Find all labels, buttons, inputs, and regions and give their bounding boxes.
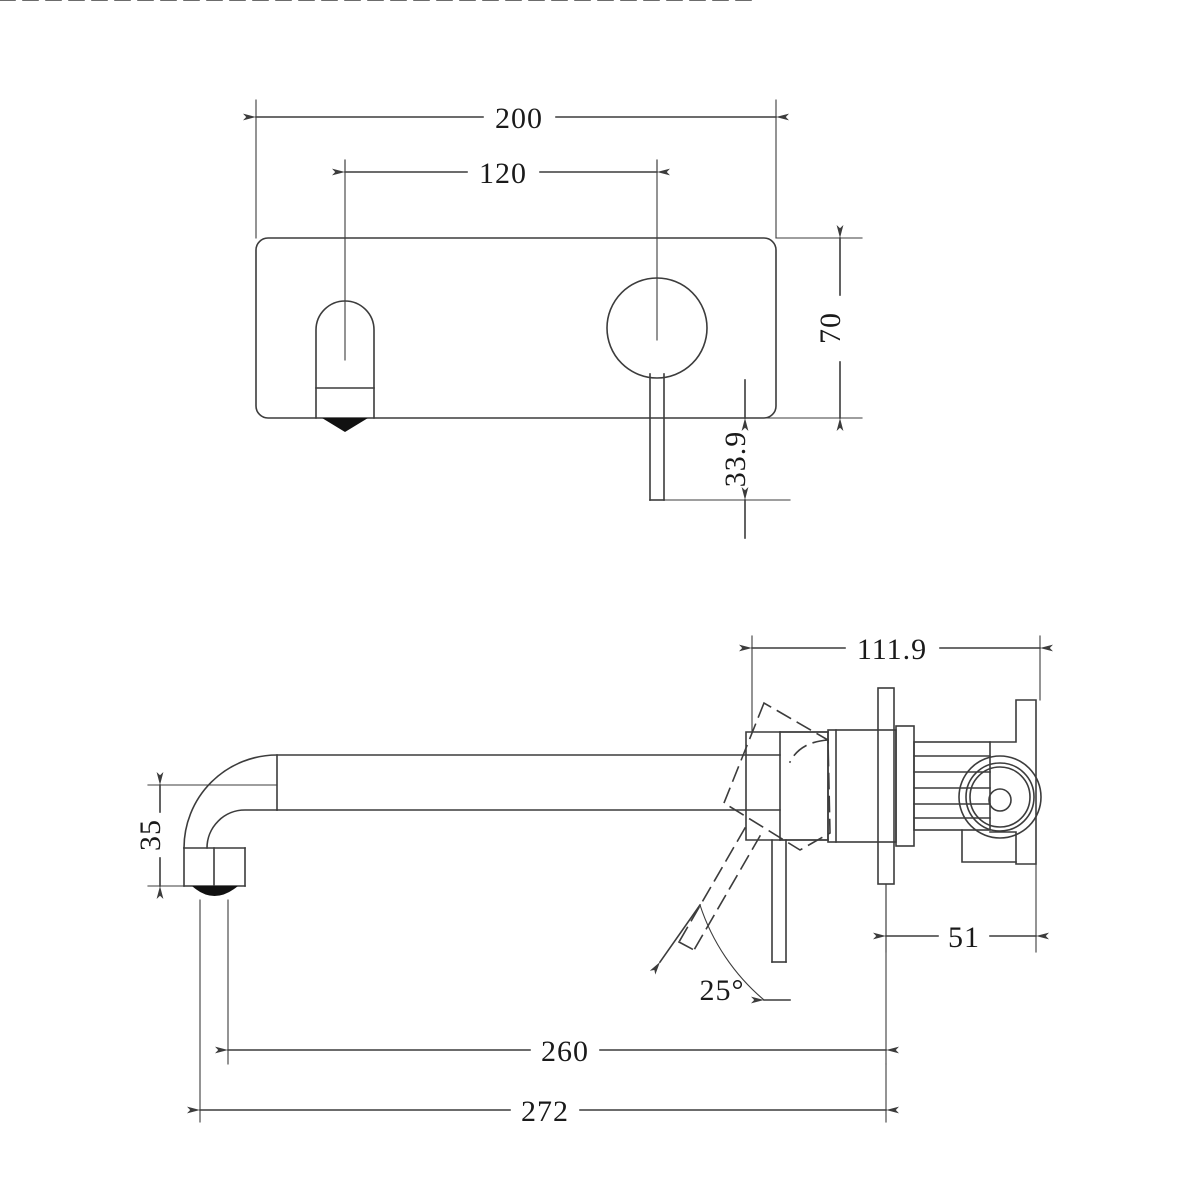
side-lever-stem-solid bbox=[771, 839, 787, 963]
ext-lines-35 bbox=[147, 784, 278, 887]
side-valve-cap-detail bbox=[958, 755, 1042, 839]
dim-label-260: 260 bbox=[541, 1035, 589, 1068]
front-face-plate bbox=[255, 237, 777, 419]
dim-label-272: 272 bbox=[521, 1095, 569, 1128]
dim-label-35: 35 bbox=[134, 819, 167, 851]
dim-label-25-degrees: 25° bbox=[700, 974, 745, 1007]
angle-dimension-25 bbox=[649, 903, 791, 1004]
front-lever-stem bbox=[649, 373, 665, 501]
dim-label-200: 200 bbox=[495, 102, 543, 135]
ext-lines-120 bbox=[344, 159, 658, 171]
dim-label-111-9: 111.9 bbox=[857, 633, 927, 666]
dim-label-70: 70 bbox=[814, 312, 847, 344]
side-back-plate-flange bbox=[877, 687, 895, 885]
ext-lines-33-9 bbox=[663, 417, 791, 501]
side-lever-handle-solid bbox=[745, 731, 829, 841]
side-lever-stem-phantom bbox=[0, 0, 762, 952]
side-concealed-valve-body bbox=[913, 699, 1037, 865]
ext-lines-260 bbox=[227, 883, 887, 1065]
ext-lines-272 bbox=[199, 899, 887, 1123]
dim-label-51: 51 bbox=[948, 921, 980, 954]
front-centre-lines bbox=[344, 159, 658, 361]
side-lever-handle-phantom bbox=[723, 701, 831, 851]
dim-label-120: 120 bbox=[479, 157, 527, 190]
side-spout-body bbox=[183, 754, 781, 896]
dim-label-33-9: 33.9 bbox=[719, 431, 752, 488]
ext-lines-200 bbox=[255, 99, 777, 239]
